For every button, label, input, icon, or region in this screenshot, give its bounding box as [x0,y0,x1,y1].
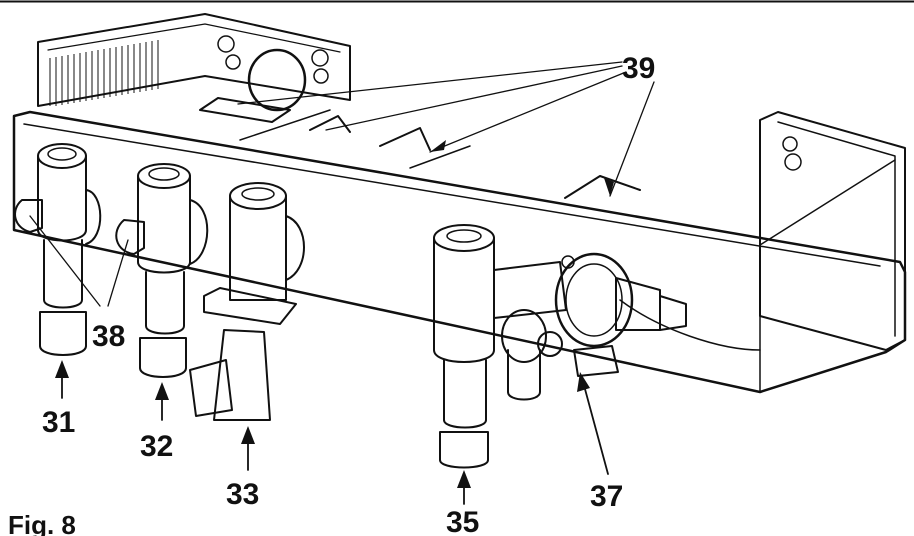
callout-35: 35 [446,506,479,536]
arrowhead-31 [55,360,69,378]
callout-leaders [29,61,655,505]
callout-38: 38 [92,320,125,353]
arrowhead-35 [457,470,471,488]
arrowhead-33 [241,426,255,444]
arrowhead-39-d [604,178,614,196]
valve-37 [537,252,687,377]
callout-31: 31 [42,406,75,439]
leader-37 [581,377,609,475]
callout-33: 33 [226,478,259,511]
valve-32 [115,163,209,378]
leader-39-d [609,81,655,197]
leader-39-b [325,65,623,131]
valve-35 [433,224,567,469]
figure-caption: Fig. 8 [8,510,76,536]
leader-38-b [107,239,129,307]
leader-39-a [237,61,623,105]
callout-39: 39 [622,52,655,85]
leader-38-a [29,215,101,307]
callout-32: 32 [140,430,173,463]
arrowhead-32 [155,382,169,400]
arrowhead-39-c [430,140,446,152]
mounting-frame [12,13,907,394]
valve-33 [189,182,305,421]
arrowhead-37 [577,372,590,392]
leader-39-c [429,71,627,153]
valve-31 [14,143,102,356]
callout-37: 37 [590,480,623,513]
